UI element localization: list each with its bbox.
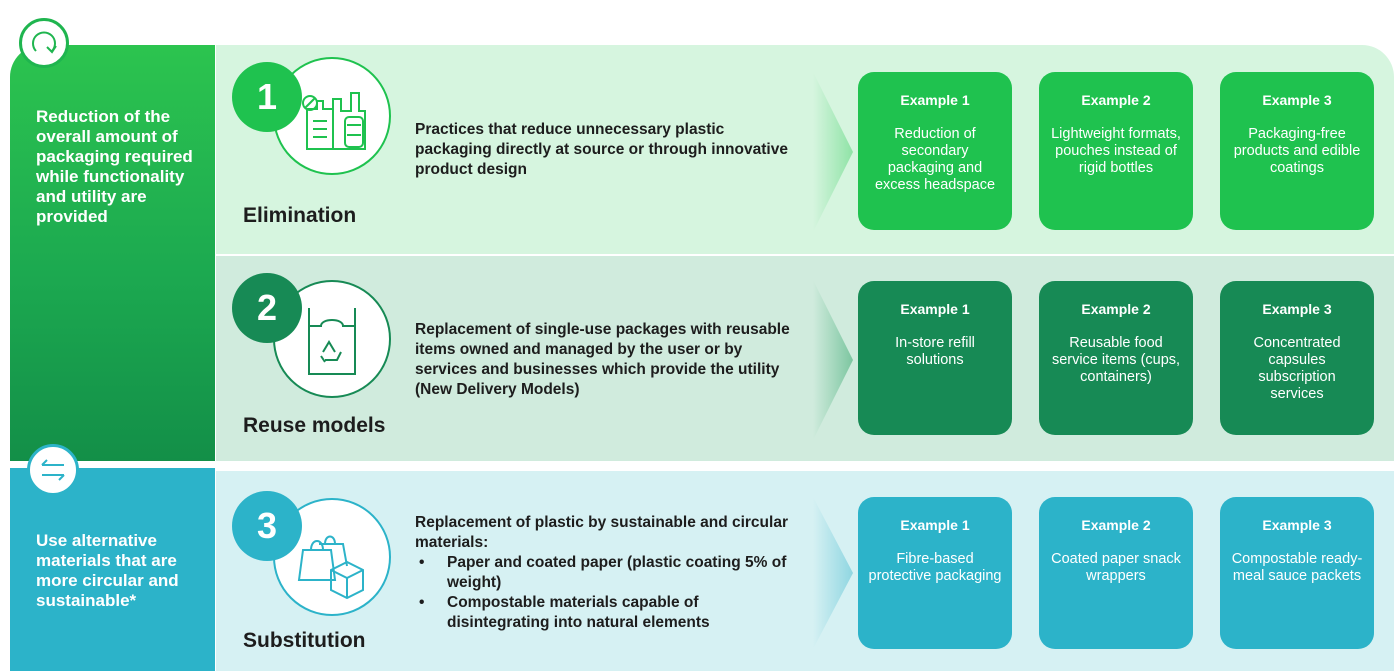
example-text: Packaging-free products and edible coati… — [1233, 126, 1361, 176]
substitution-bullet: •Paper and coated paper (plastic coating… — [419, 554, 787, 591]
example-text: Concentrated capsules subscription servi… — [1253, 335, 1341, 402]
reuse-example-3: Example 3 Concentrated capsules subscrip… — [1220, 281, 1374, 435]
elimination-chevron — [813, 72, 853, 232]
example-title: Example 3 — [1262, 301, 1332, 317]
step-2-badge: 2 — [232, 273, 302, 343]
alternative-materials-panel — [10, 468, 215, 671]
reuse-row — [216, 256, 1394, 461]
example-title: Example 3 — [1262, 92, 1332, 108]
elimination-example-1: Example 1 Reduction of secondary packagi… — [858, 72, 1012, 230]
reduction-text: Reduction of the overall amount of packa… — [36, 107, 193, 226]
example-title: Example 2 — [1081, 92, 1151, 108]
example-title: Example 1 — [900, 301, 970, 317]
substitution-example-1: Example 1 Fibre-based protective packagi… — [858, 497, 1012, 649]
substitution-row — [216, 471, 1394, 671]
elimination-title: Elimination — [243, 204, 357, 227]
reuse-example-1: Example 1 In-store refill solutions — [858, 281, 1012, 435]
example-text: Lightweight formats, pouches instead of … — [1051, 126, 1181, 176]
elimination-row — [216, 45, 1394, 254]
step-3-badge: 3 — [232, 491, 302, 561]
example-text: In-store refill solutions — [895, 335, 975, 368]
substitution-title: Substitution — [243, 629, 366, 652]
reuse-title: Reuse models — [243, 414, 386, 437]
example-text: Reduction of secondary packaging and exc… — [874, 126, 996, 193]
swap-arrows-icon — [27, 444, 79, 496]
reuse-example-2: Example 2 Reusable food service items (c… — [1039, 281, 1193, 435]
example-title: Example 1 — [900, 92, 970, 108]
substitution-description: Replacement of plastic by sustainable an… — [415, 513, 805, 633]
circular-arrow-icon — [19, 18, 69, 68]
substitution-intro: Replacement of plastic by sustainable an… — [415, 514, 788, 551]
example-text: Fibre-based protective packaging — [868, 551, 1002, 584]
example-text: Reusable food service items (cups, conta… — [1051, 335, 1181, 385]
reduction-panel — [10, 45, 215, 461]
example-title: Example 2 — [1081, 301, 1151, 317]
example-text: Compostable ready-meal sauce packets — [1231, 551, 1363, 584]
alternative-materials-text: Use alternative materials that are more … — [36, 531, 179, 610]
example-text: Coated paper snack wrappers — [1051, 551, 1181, 584]
substitution-bullet: •Compostable materials capable of disint… — [419, 594, 710, 631]
example-title: Example 3 — [1262, 517, 1332, 533]
example-title: Example 1 — [900, 517, 970, 533]
substitution-example-3: Example 3 Compostable ready-meal sauce p… — [1220, 497, 1374, 649]
elimination-description: Practices that reduce unnecessary plasti… — [415, 121, 788, 178]
reuse-chevron — [813, 280, 853, 440]
example-title: Example 2 — [1081, 517, 1151, 533]
elimination-example-3: Example 3 Packaging-free products and ed… — [1220, 72, 1374, 230]
substitution-chevron — [813, 497, 853, 649]
step-1-badge: 1 — [232, 62, 302, 132]
reuse-description: Replacement of single-use packages with … — [415, 321, 790, 398]
elimination-example-2: Example 2 Lightweight formats, pouches i… — [1039, 72, 1193, 230]
substitution-example-2: Example 2 Coated paper snack wrappers — [1039, 497, 1193, 649]
